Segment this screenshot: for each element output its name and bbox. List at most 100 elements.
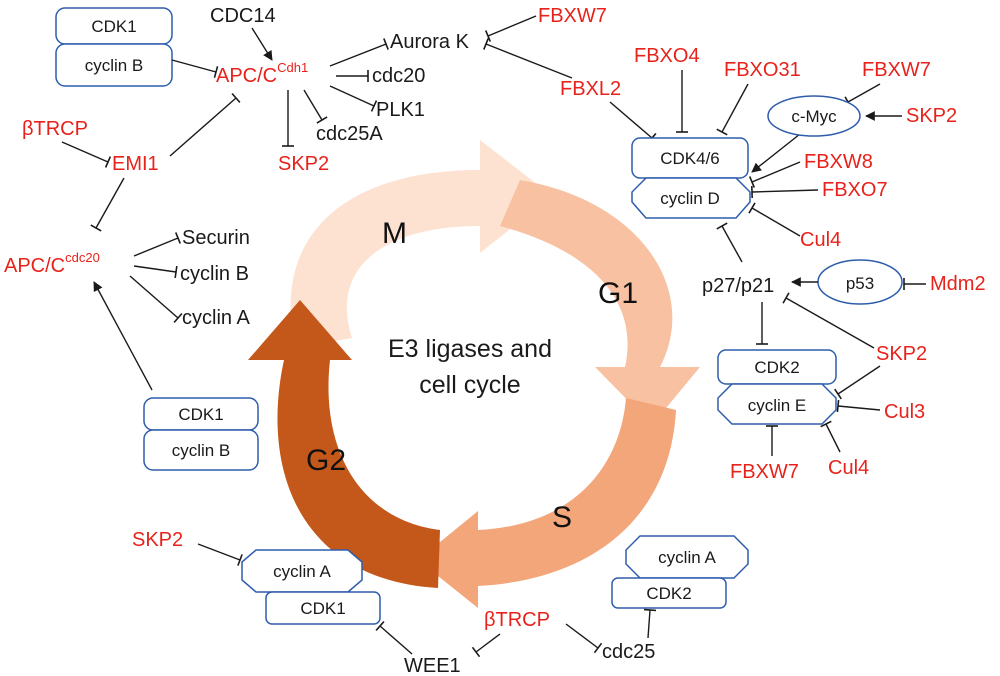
label-fbxw8: FBXW8 bbox=[804, 151, 873, 173]
phase-g1: G1 bbox=[598, 277, 638, 310]
edge-emi1-apc-cdh1 bbox=[169, 92, 241, 157]
edge-skp2-p27 bbox=[782, 292, 875, 349]
label-skp2-cmyc: SKP2 bbox=[906, 105, 957, 127]
label-fbxw7-e: FBXW7 bbox=[730, 461, 799, 483]
edge-fbxw8-cyclind bbox=[748, 161, 801, 188]
complex-cdk1-cyclinb-mid: CDK1 cyclin B bbox=[143, 397, 259, 471]
edge-skp2-cyclina bbox=[197, 543, 243, 566]
box-cyclina-bottom-left: cyclin A bbox=[273, 562, 331, 581]
label-securin: Securin bbox=[182, 227, 250, 249]
label-skp2-top: SKP2 bbox=[278, 153, 329, 175]
edge-cul3-cycline bbox=[836, 399, 881, 413]
center-title-line2: cell cycle bbox=[419, 371, 520, 399]
edge-apc-cyclina bbox=[129, 275, 183, 324]
box-cdk46: CDK4/6 bbox=[660, 149, 720, 168]
phase-g2: G2 bbox=[306, 444, 346, 477]
label-cdc25: cdc25 bbox=[602, 641, 655, 663]
box-cdk2-right: CDK2 bbox=[754, 358, 799, 377]
label-cul4-d: Cul4 bbox=[800, 229, 841, 251]
edge-cdk1-apc bbox=[171, 59, 219, 78]
label-mdm2: Mdm2 bbox=[930, 273, 986, 295]
label-fbxo7: FBXO7 bbox=[822, 179, 888, 201]
arrow-g2 bbox=[248, 300, 440, 588]
label-cyclina-sub: cyclin A bbox=[182, 307, 250, 329]
label-fbxw7-right: FBXW7 bbox=[862, 59, 931, 81]
label-cul3: Cul3 bbox=[884, 401, 925, 423]
edge-cdc14-apc bbox=[251, 27, 273, 61]
box-cyclinb-top: cyclin B bbox=[85, 56, 144, 75]
label-p27p21: p27/p21 bbox=[702, 275, 774, 297]
label-cul4-e: Cul4 bbox=[828, 457, 869, 479]
edge-btrcp-cdc25 bbox=[565, 623, 603, 654]
cycle-ring bbox=[248, 140, 700, 608]
edge-fbxw7-aurora bbox=[484, 15, 537, 42]
label-wee1: WEE1 bbox=[404, 655, 461, 676]
node-p53: p53 bbox=[817, 259, 903, 305]
complex-cdk2-cyclinE: CDK2 cyclin E bbox=[717, 349, 837, 425]
arrow-m bbox=[290, 140, 552, 348]
edge-fbxo7-cyclind bbox=[751, 185, 819, 199]
label-btrcp-left: βTRCP bbox=[22, 118, 88, 140]
box-p53: p53 bbox=[846, 274, 874, 293]
edge-cul4-cyclind bbox=[748, 202, 801, 237]
edge-fbxo31-cdk46 bbox=[716, 83, 749, 136]
label-cyclinb-sub: cyclin B bbox=[180, 263, 249, 285]
label-aurora-k: Aurora K bbox=[390, 31, 470, 53]
edge-apc-aurora bbox=[329, 38, 389, 67]
label-btrcp-bottom: βTRCP bbox=[484, 609, 550, 631]
label-plk1: PLK1 bbox=[376, 99, 425, 121]
edge-btrcp-emi1 bbox=[61, 141, 112, 168]
center-title-line1: E3 ligases and bbox=[388, 335, 552, 363]
apc-cdc20-sup: cdc20 bbox=[65, 250, 100, 265]
edge-btrcp-wee1 bbox=[471, 633, 501, 658]
edge-apc-plk1 bbox=[329, 85, 378, 112]
box-cdk1-bottom-left: CDK1 bbox=[300, 599, 345, 618]
box-cyclina-bottom-right: cyclin A bbox=[658, 548, 716, 567]
box-cyclind: cyclin D bbox=[660, 189, 720, 208]
edge-cdc25-cdk2 bbox=[643, 608, 657, 639]
label-cdc20: cdc20 bbox=[372, 65, 425, 87]
label-cdc14: CDC14 bbox=[210, 5, 276, 27]
label-fbxo4: FBXO4 bbox=[634, 45, 700, 67]
box-cyclinb-mid: cyclin B bbox=[172, 441, 231, 460]
box-cdk1-mid: CDK1 bbox=[178, 405, 223, 424]
label-fbxo31: FBXO31 bbox=[724, 59, 801, 81]
box-cmyc: c-Myc bbox=[791, 107, 837, 126]
label-fbxw7-top: FBXW7 bbox=[538, 5, 607, 27]
apc-cdh1-main: APC/C bbox=[216, 65, 277, 87]
label-emi1: EMI1 bbox=[112, 153, 159, 175]
box-cdk1-top: CDK1 bbox=[91, 17, 136, 36]
label-apc-cdh1: APC/CCdh1 bbox=[216, 60, 308, 87]
arrow-s bbox=[418, 398, 676, 608]
node-cmyc: c-Myc bbox=[767, 95, 861, 137]
edge-emi1-apc-cdc20 bbox=[90, 177, 125, 232]
apc-cdc20-main: APC/C bbox=[4, 255, 65, 277]
complex-cdk1-cyclinb-top: CDK1 cyclin B bbox=[55, 7, 173, 87]
complex-cdk46-cyclind: CDK4/6 cyclin D bbox=[631, 137, 751, 219]
phase-s: S bbox=[552, 501, 572, 534]
edge-fbxw7-cmyc bbox=[844, 83, 881, 108]
edge-apc-cyclinb bbox=[133, 265, 178, 279]
edge-skp2-cycline bbox=[834, 365, 881, 400]
arrow-g1 bbox=[500, 180, 700, 425]
edge-cmyc-cyclind bbox=[751, 133, 801, 173]
phase-m: M bbox=[382, 217, 407, 250]
box-cdk2-bottom-right: CDK2 bbox=[646, 584, 691, 603]
complex-cyclina-cdk2: cyclin A CDK2 bbox=[611, 535, 749, 609]
label-skp2-bottom: SKP2 bbox=[132, 529, 183, 551]
edge-cdk1-apc-cdc20 bbox=[93, 281, 153, 391]
label-fbxl2: FBXL2 bbox=[560, 78, 621, 100]
label-apc-cdc20: APC/Ccdc20 bbox=[4, 250, 100, 277]
edge-wee1-cdk1 bbox=[375, 620, 413, 655]
apc-cdh1-sup: Cdh1 bbox=[277, 60, 308, 75]
box-cycline: cyclin E bbox=[748, 396, 807, 415]
label-cdc25a: cdc25A bbox=[316, 123, 383, 145]
complex-cyclina-cdk1: cyclin A CDK1 bbox=[241, 549, 381, 625]
edge-cul4-cycline bbox=[820, 420, 841, 453]
label-skp2-e: SKP2 bbox=[876, 343, 927, 365]
edge-apc-cdc25a bbox=[303, 89, 328, 124]
edge-apc-securin bbox=[133, 232, 182, 257]
edge-aurora-fbxl2 bbox=[483, 38, 573, 79]
edge-fbxl2-cdk46 bbox=[609, 101, 657, 144]
